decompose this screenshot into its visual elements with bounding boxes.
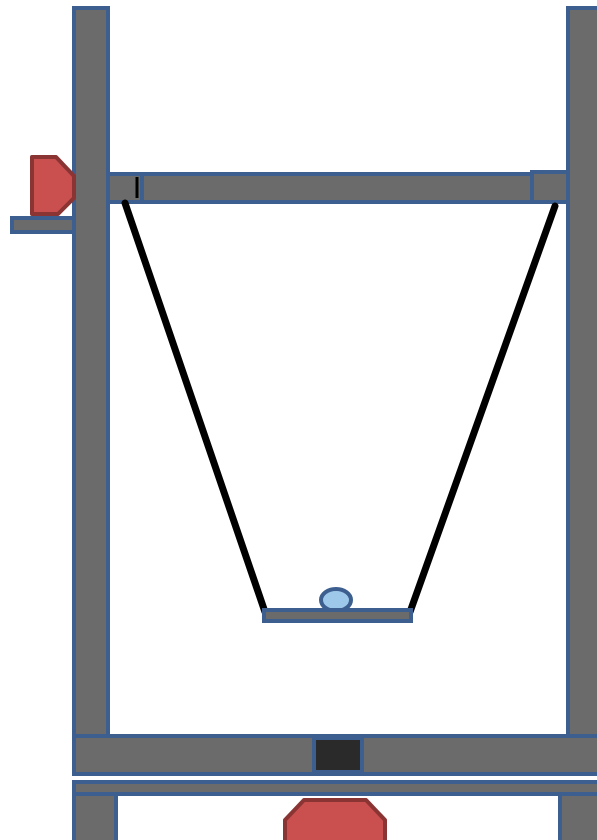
bottom-clamp — [283, 798, 387, 840]
left-clamp — [30, 155, 76, 216]
pendulum-platform — [262, 608, 413, 623]
ball — [319, 587, 353, 613]
left-foot — [72, 792, 118, 840]
pendulum-string-right — [406, 202, 559, 616]
lower-rail — [72, 780, 597, 796]
top-crossbar — [106, 172, 570, 204]
right-foot — [558, 792, 597, 840]
pendulum-string-left — [121, 199, 269, 616]
top-crossbar-right-joint — [530, 170, 570, 204]
right-vertical-post — [566, 6, 597, 738]
base-center-block — [312, 736, 364, 774]
left-clamp-shelf — [10, 216, 76, 234]
left-vertical-post — [72, 6, 110, 738]
